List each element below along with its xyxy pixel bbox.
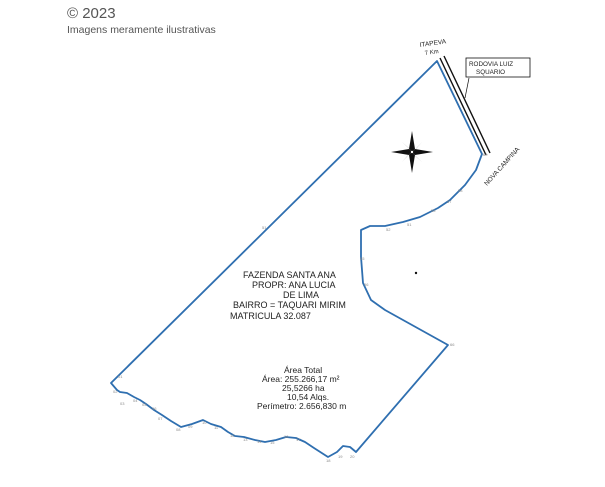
owner-line-2: DE LIMA — [283, 290, 319, 300]
road-lines — [439, 55, 491, 156]
svg-text:66: 66 — [450, 342, 455, 347]
svg-text:18: 18 — [326, 458, 331, 463]
perimeter-value: Perímetro: 2.656,830 m — [257, 401, 346, 411]
area-alqueires: 10,54 Alqs. — [287, 392, 329, 402]
survey-marker-dot — [414, 271, 418, 275]
svg-text:08: 08 — [176, 427, 181, 432]
svg-text:03: 03 — [120, 401, 125, 406]
vertex-markers: 60 58 57 55 51 52 55 56 66 51 01 02 03 0… — [113, 152, 488, 463]
svg-text:16: 16 — [284, 434, 289, 439]
rodovia-label: RODOVIA LUIZ — [469, 61, 513, 68]
svg-text:14: 14 — [257, 439, 262, 444]
svg-text:57: 57 — [447, 199, 452, 204]
svg-text:51: 51 — [262, 225, 267, 230]
svg-text:09: 09 — [188, 424, 193, 429]
matricula-label: MATRICULA 32.087 — [230, 311, 311, 321]
svg-text:20: 20 — [350, 454, 355, 459]
svg-text:60: 60 — [483, 152, 488, 157]
svg-text:06: 06 — [152, 406, 157, 411]
svg-text:55: 55 — [360, 256, 365, 261]
road-label-box — [465, 57, 531, 78]
svg-text:56: 56 — [364, 282, 369, 287]
copyright-watermark: © 2023 — [67, 5, 116, 22]
area-heading: Área Total — [284, 365, 322, 375]
road-label-leader — [464, 77, 470, 99]
itapeva-distance-label: 7 Km — [424, 49, 439, 57]
svg-text:05: 05 — [142, 402, 147, 407]
disclaimer-text: Imagens meramente ilustrativas — [67, 24, 216, 36]
svg-text:19: 19 — [338, 454, 343, 459]
owner-line-1: PROPR: ANA LUCIA — [252, 280, 336, 290]
svg-text:02: 02 — [113, 389, 118, 394]
svg-text:10: 10 — [202, 420, 207, 425]
svg-text:58: 58 — [458, 188, 463, 193]
property-boundary — [110, 60, 483, 458]
bairro-label: BAIRRO = TAQUARI MIRIM — [233, 300, 346, 310]
svg-text:13: 13 — [243, 437, 248, 442]
svg-text:01: 01 — [118, 374, 123, 379]
area-hectares: 25,5266 ha — [282, 383, 325, 393]
itapeva-label: ITAPEVA — [419, 38, 447, 49]
svg-text:15: 15 — [270, 440, 275, 445]
svg-text:52: 52 — [386, 227, 391, 232]
svg-text:04: 04 — [133, 398, 138, 403]
rodovia-name-label: SQUARIO — [476, 69, 505, 76]
svg-text:07: 07 — [158, 416, 163, 421]
north-arrow-compass-icon — [391, 131, 433, 173]
svg-text:17: 17 — [296, 437, 301, 442]
svg-text:51: 51 — [407, 222, 412, 227]
svg-text:12: 12 — [230, 433, 235, 438]
property-name: FAZENDA SANTA ANA — [243, 270, 336, 280]
area-m2: Área: 255.266,17 m² — [262, 374, 340, 384]
svg-text:55: 55 — [431, 208, 436, 213]
svg-text:11: 11 — [214, 425, 219, 430]
